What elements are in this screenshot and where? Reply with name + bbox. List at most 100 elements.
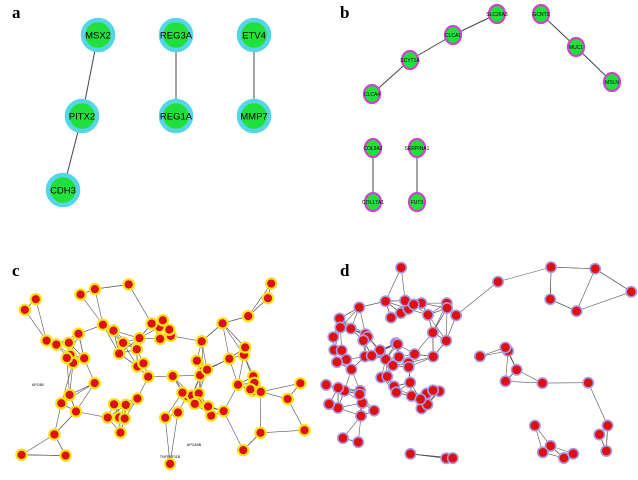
node bbox=[238, 341, 252, 354]
node-circle bbox=[443, 24, 463, 46]
node bbox=[69, 405, 83, 418]
node bbox=[74, 288, 87, 301]
node-circle bbox=[390, 386, 403, 399]
node bbox=[217, 404, 230, 418]
node-circle bbox=[72, 327, 85, 341]
node-circle bbox=[158, 98, 194, 134]
node bbox=[450, 309, 463, 322]
node-label: COL17A1 bbox=[362, 200, 384, 206]
node-reg1a: REG1A bbox=[158, 98, 194, 134]
node-circle bbox=[510, 363, 523, 376]
node-circle bbox=[294, 376, 307, 390]
node-label: MSLN bbox=[605, 80, 619, 86]
node-circle bbox=[330, 356, 343, 369]
node-circle bbox=[440, 334, 453, 347]
node-reg3a: REG3A bbox=[158, 17, 194, 53]
node-label: TNFRSF11B bbox=[160, 455, 181, 459]
node-circle bbox=[570, 305, 583, 318]
edge bbox=[385, 267, 402, 302]
node-circle bbox=[421, 308, 434, 321]
node-label: GCNT3 bbox=[533, 12, 550, 18]
node bbox=[188, 397, 202, 411]
node-circle bbox=[107, 397, 121, 411]
edge bbox=[595, 268, 632, 293]
edge bbox=[455, 281, 499, 316]
node-muc1: MUC1 bbox=[566, 36, 586, 58]
node-label: CDH3 bbox=[50, 186, 76, 197]
node-circle bbox=[158, 17, 194, 53]
node bbox=[421, 308, 434, 321]
node bbox=[60, 351, 74, 365]
node-circle bbox=[536, 446, 549, 459]
node-circle bbox=[395, 261, 408, 274]
node bbox=[107, 324, 120, 337]
node-circle bbox=[335, 344, 348, 357]
node-label: SLC26A3 bbox=[486, 12, 508, 18]
node bbox=[55, 396, 68, 410]
node bbox=[323, 398, 336, 411]
node bbox=[335, 344, 348, 357]
node-circle bbox=[332, 381, 345, 394]
node-circle bbox=[414, 393, 427, 406]
node-circle bbox=[365, 349, 378, 362]
node-circle bbox=[404, 447, 417, 460]
node-circle bbox=[600, 444, 613, 457]
node-circle bbox=[201, 400, 215, 413]
node-circle bbox=[236, 17, 272, 53]
node-circle bbox=[60, 351, 74, 365]
panel-d-network bbox=[320, 261, 638, 465]
node-circle bbox=[216, 317, 229, 330]
node-circle bbox=[593, 428, 606, 441]
node-label: COL9A2 bbox=[363, 146, 382, 152]
node-circle bbox=[107, 324, 120, 337]
node bbox=[119, 398, 133, 412]
node-circle bbox=[408, 348, 421, 361]
node bbox=[171, 406, 185, 419]
node-circle bbox=[236, 443, 250, 457]
node bbox=[570, 305, 583, 318]
node-circle bbox=[601, 419, 614, 432]
node-mmp7: MMP7 bbox=[236, 98, 272, 134]
node bbox=[96, 318, 110, 332]
node bbox=[264, 277, 278, 290]
node-label: CLCA1 bbox=[445, 33, 461, 39]
node-label: MMP7 bbox=[240, 112, 267, 123]
node-gcnt3: GCNT3 bbox=[531, 3, 551, 25]
node bbox=[446, 452, 459, 465]
node bbox=[414, 393, 427, 406]
node-circle bbox=[404, 376, 417, 389]
node-circle bbox=[492, 275, 505, 288]
node-circle bbox=[400, 49, 420, 71]
node-clca1: CLCA1 bbox=[443, 24, 463, 46]
node bbox=[72, 327, 85, 341]
node-circle bbox=[363, 191, 383, 213]
node-circle bbox=[137, 356, 150, 370]
node bbox=[528, 419, 541, 432]
node bbox=[190, 354, 204, 367]
node bbox=[402, 361, 415, 374]
node bbox=[407, 298, 420, 311]
node bbox=[320, 378, 333, 391]
node-circle bbox=[64, 98, 100, 134]
node-circle bbox=[241, 309, 255, 323]
node-circle bbox=[166, 369, 180, 383]
node-circle bbox=[254, 385, 268, 399]
node-circle bbox=[499, 341, 512, 354]
node bbox=[330, 356, 343, 369]
node-circle bbox=[473, 350, 486, 363]
node bbox=[29, 292, 43, 306]
node-circle bbox=[153, 332, 167, 346]
node bbox=[625, 285, 638, 298]
node bbox=[101, 411, 114, 424]
node bbox=[332, 381, 345, 394]
node-circle bbox=[557, 452, 570, 465]
node bbox=[62, 336, 76, 350]
node-circle bbox=[118, 412, 131, 425]
node bbox=[112, 347, 126, 360]
node-circle bbox=[130, 342, 144, 356]
node bbox=[600, 444, 613, 457]
node-circle bbox=[536, 377, 549, 390]
node-circle bbox=[602, 71, 622, 93]
node bbox=[88, 376, 101, 390]
edge bbox=[128, 284, 152, 324]
